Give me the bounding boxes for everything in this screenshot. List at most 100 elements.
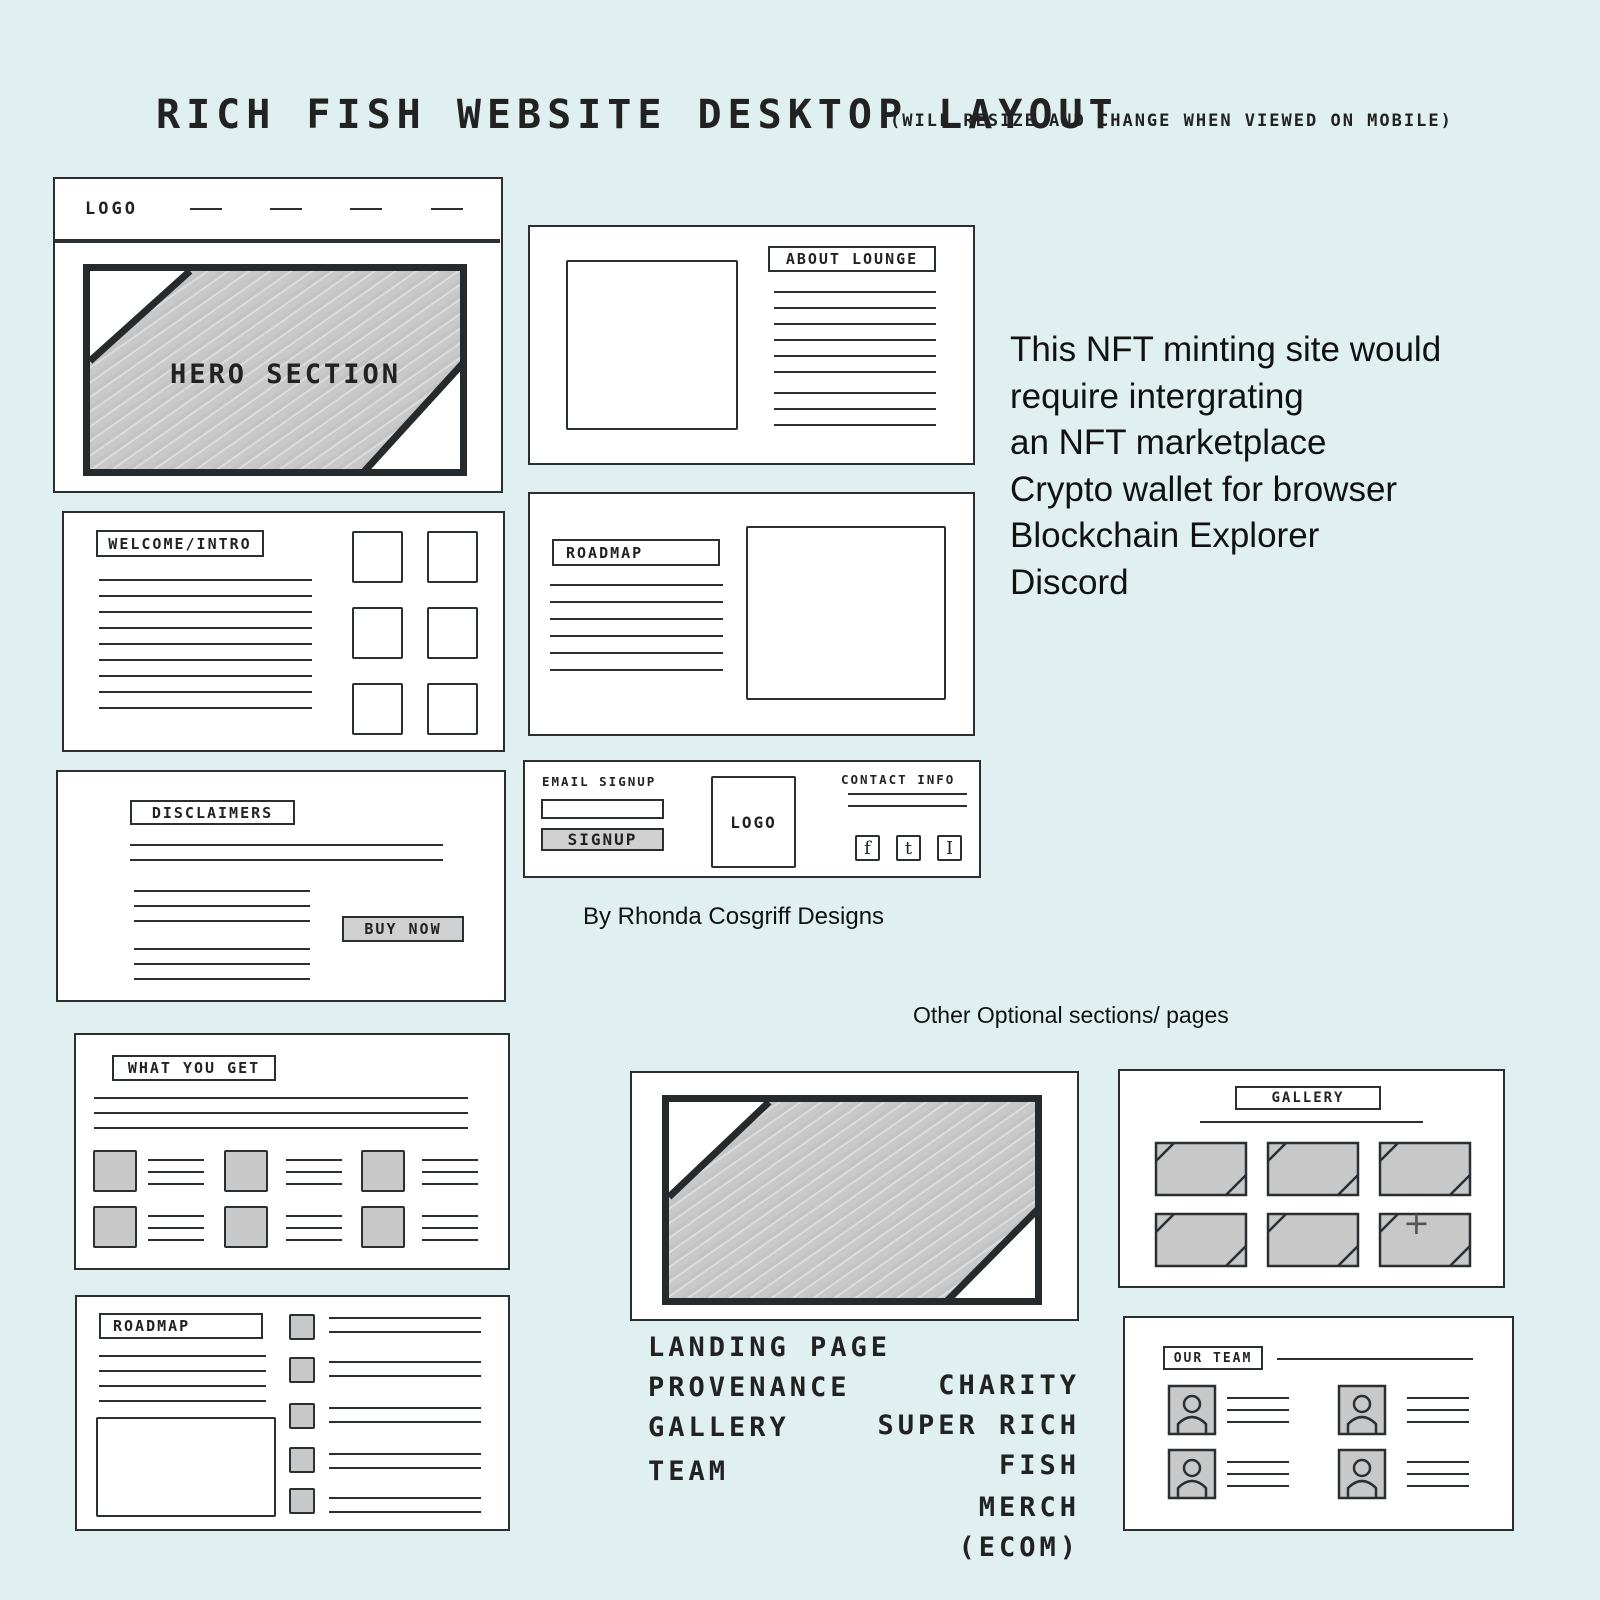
page-subtitle: (WILL RESIZE AND CHANGE WHEN VIEWED ON M… [890,111,1453,131]
text-line [286,1171,342,1173]
footer-logo-box: LOGO [711,776,796,868]
gallery-thumb [1154,1141,1248,1197]
buy-now-button[interactable]: BUY NOW [342,916,464,942]
email-signup-label: EMAIL SIGNUP [542,774,657,789]
nav-hero-wireframe: LOGO HERO SECTION [53,177,503,493]
designer-credit: By Rhonda Cosgriff Designs [583,903,885,930]
text-line [99,1355,266,1357]
tumblr-icon[interactable]: t [896,835,921,861]
grid-square [427,531,478,583]
avatar [1167,1448,1217,1500]
text-line [550,669,723,671]
text-line [94,1127,468,1129]
welcome-intro-wireframe: WELCOME/INTRO [62,511,505,752]
text-line [329,1497,481,1499]
text-line [99,707,312,709]
milestone-checkbox [289,1488,315,1514]
text-line [1277,1358,1473,1360]
milestone-checkbox [289,1314,315,1340]
footer-logo: LOGO [730,812,777,832]
notes-text: This NFT minting site would require inte… [1010,327,1441,606]
grid-square [427,607,478,659]
milestone-checkbox [289,1357,315,1383]
footer-wireframe: EMAIL SIGNUP SIGNUP LOGO CONTACT INFO f … [523,760,981,878]
nav-bar: LOGO [55,179,500,243]
text-line [550,601,723,603]
optional-page-item: SUPER RICH FISH [877,1410,1080,1481]
text-line [148,1159,204,1161]
optional-page-item: LANDING PAGE [648,1332,892,1363]
email-input[interactable] [541,799,664,819]
our-team-label: OUR TEAM [1163,1346,1263,1370]
text-line [422,1183,478,1185]
text-line [134,905,310,907]
nav-logo: LOGO [85,199,138,219]
text-line [94,1112,468,1114]
optional-page-item: MERCH (ECOM) [958,1492,1080,1563]
hero-corner-marks [90,271,460,469]
text-line [130,844,443,846]
avatar [1167,1384,1217,1436]
text-line [774,307,936,309]
text-line [286,1159,342,1161]
nav-link [270,208,302,210]
our-team-wireframe: OUR TEAM [1123,1316,1514,1531]
feature-thumb [361,1150,405,1192]
text-line [134,978,310,980]
text-line [422,1215,478,1217]
disclaimers-label: DISCLAIMERS [130,800,295,825]
signup-button[interactable]: SIGNUP [541,828,664,851]
text-line [550,618,723,620]
hero-label: HERO SECTION [170,359,402,390]
text-line [422,1171,478,1173]
hero-image: HERO SECTION [83,264,467,476]
gallery-wireframe: GALLERY + [1118,1069,1505,1288]
gallery-add-icon[interactable]: + [1403,1204,1430,1242]
roadmap-image [746,526,946,700]
gallery-label: GALLERY [1235,1086,1381,1110]
note-line: Crypto wallet for browser [1010,469,1398,509]
optional-page-item: CHARITY [938,1370,1080,1401]
text-line [774,355,936,357]
optional-sections-heading: Other Optional sections/ pages [913,1002,1229,1028]
text-line [774,371,936,373]
text-line [148,1239,204,1241]
text-line [422,1239,478,1241]
about-label: ABOUT LOUNGE [768,246,936,272]
text-line [329,1511,481,1513]
nav-link [190,208,222,210]
gallery-thumb [1154,1212,1248,1268]
text-line [329,1375,481,1377]
landing-page-wireframe [630,1071,1079,1321]
text-line [94,1097,468,1099]
text-line [99,579,312,581]
text-line [99,691,312,693]
note-line: This NFT minting site would [1010,330,1442,369]
text-line [148,1171,204,1173]
grid-square [352,531,403,583]
grid-square [352,607,403,659]
feature-thumb [224,1206,268,1248]
note-line: Blockchain Explorer [1010,516,1320,555]
instagram-icon[interactable]: I [937,835,962,861]
avatar [1337,1384,1387,1436]
text-line [422,1159,478,1161]
text-line [774,392,936,394]
text-line [148,1227,204,1229]
text-line [99,595,312,597]
gallery-grid [1154,1141,1472,1268]
note-line: require intergrating [1010,376,1304,416]
grid-square [352,683,403,735]
landing-corner-marks [669,1102,1035,1298]
text-line [148,1215,204,1217]
text-line [286,1215,342,1217]
text-line [422,1227,478,1229]
text-line [329,1361,481,1363]
text-line [99,659,312,661]
about-lounge-wireframe: ABOUT LOUNGE [528,225,975,465]
text-line [130,859,443,861]
text-line [329,1317,481,1319]
facebook-icon[interactable]: f [855,835,880,861]
welcome-label: WELCOME/INTRO [96,530,264,557]
text-line [286,1227,342,1229]
